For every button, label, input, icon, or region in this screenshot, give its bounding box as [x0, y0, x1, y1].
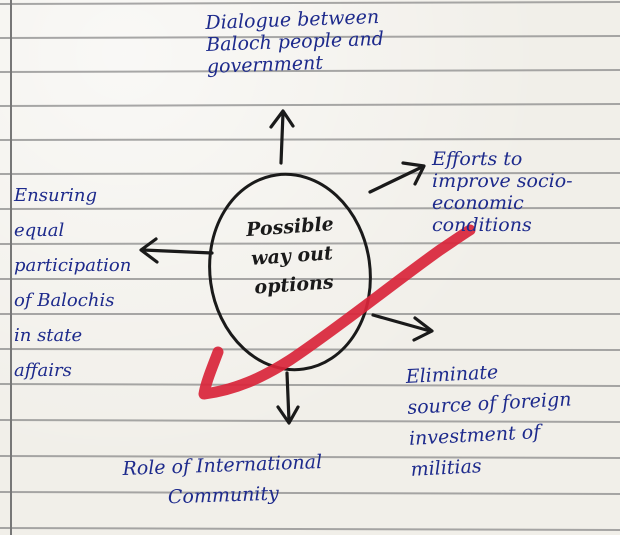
arrow-left — [139, 237, 214, 264]
center-label: Possible way out options — [245, 213, 335, 299]
center-ellipse — [208, 172, 372, 372]
red-tick-mark — [198, 224, 476, 400]
bottom-option: Role of International Community — [122, 451, 323, 509]
arrow-up-right — [368, 161, 426, 194]
arrow-down — [276, 371, 300, 425]
bottom-right-option: Eliminate source of foreign investment o… — [405, 361, 572, 481]
top-right-option: Efforts to improve socio- economic condi… — [432, 148, 573, 236]
arrow-up — [269, 109, 295, 165]
arrow-down-right — [371, 313, 434, 342]
top-option: Dialogue between Baloch people and gover… — [205, 5, 385, 78]
arrows — [139, 109, 434, 425]
left-option: Ensuring equal participation of Balochis… — [14, 185, 132, 381]
